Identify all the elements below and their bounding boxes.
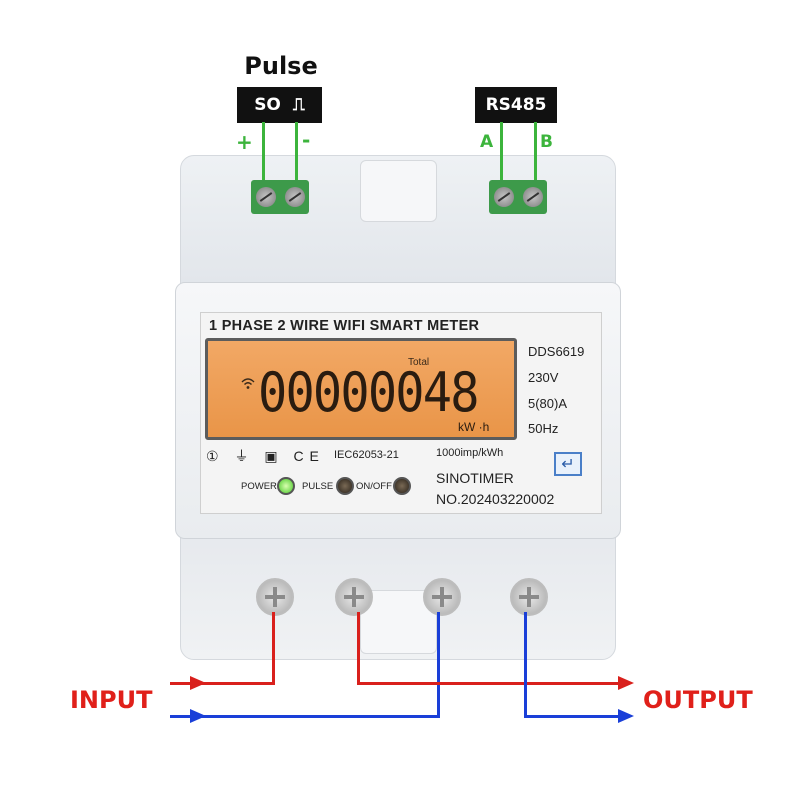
arrow-right-icon bbox=[618, 676, 634, 690]
lcd-unit: kW ·h bbox=[458, 420, 490, 434]
panel-title: 1 PHASE 2 WIRE WIFI SMART METER bbox=[209, 318, 480, 334]
screw-icon bbox=[493, 187, 514, 207]
output-live-wire bbox=[357, 612, 360, 684]
output-neutral-wire bbox=[524, 612, 527, 718]
screw-icon bbox=[256, 578, 294, 616]
rated-current: 5(80)A bbox=[528, 396, 568, 411]
wifi-icon bbox=[240, 376, 256, 393]
output-label: OUTPUT bbox=[643, 686, 753, 714]
input-live-wire bbox=[272, 612, 275, 684]
onoff-led-label: ON/OFF bbox=[356, 481, 392, 492]
certification-symbols: ① ⏚ ▣ CE bbox=[206, 448, 325, 464]
power-led-label: POWER bbox=[241, 481, 277, 492]
brand-name: SINOTIMER bbox=[436, 470, 514, 486]
output-neutral-wire bbox=[524, 715, 619, 718]
so-terminal-block bbox=[251, 180, 309, 214]
output-live-wire bbox=[357, 682, 619, 685]
screw-icon bbox=[284, 187, 305, 207]
rs485-terminal-label: RS485 bbox=[475, 87, 557, 123]
so-label: SO bbox=[254, 95, 281, 115]
rated-voltage: 230V bbox=[528, 370, 559, 385]
screw-icon bbox=[522, 187, 543, 207]
enter-button[interactable]: ↵ bbox=[554, 452, 582, 476]
minus-label: - bbox=[302, 128, 311, 152]
plus-label: + bbox=[236, 130, 253, 154]
screw-icon bbox=[335, 578, 373, 616]
arrow-right-icon bbox=[618, 709, 634, 723]
rs485-b-wire bbox=[534, 122, 537, 187]
screw-icon bbox=[423, 578, 461, 616]
b-label: B bbox=[540, 132, 553, 152]
so-minus-wire bbox=[295, 122, 298, 187]
screw-icon bbox=[510, 578, 548, 616]
din-clip-top bbox=[360, 160, 437, 222]
pulse-led-icon bbox=[336, 477, 354, 495]
standard-label: IEC62053-21 bbox=[334, 449, 399, 461]
pulse-wave-icon: ⎍ bbox=[292, 95, 305, 115]
input-neutral-wire bbox=[437, 612, 440, 718]
a-label: A bbox=[480, 132, 494, 152]
model-number: DDS6619 bbox=[528, 344, 585, 359]
rated-frequency: 50Hz bbox=[528, 421, 559, 436]
arrow-right-icon bbox=[190, 676, 206, 690]
lcd-energy-reading: 00000048 bbox=[258, 361, 479, 424]
serial-number: NO.202403220002 bbox=[436, 491, 555, 507]
so-plus-wire bbox=[262, 122, 265, 187]
so-terminal-label: SO ⎍ bbox=[237, 87, 322, 123]
input-neutral-wire bbox=[170, 715, 440, 718]
rs485-a-wire bbox=[500, 122, 503, 187]
pulse-led-label: PULSE bbox=[302, 481, 334, 492]
lcd-display bbox=[205, 338, 517, 440]
pulse-title: Pulse bbox=[244, 52, 318, 80]
impulse-constant: 1000imp/kWh bbox=[436, 447, 504, 459]
onoff-led-icon bbox=[393, 477, 411, 495]
arrow-right-icon bbox=[190, 709, 206, 723]
rs485-terminal-block bbox=[489, 180, 547, 214]
power-led-icon bbox=[277, 477, 295, 495]
lcd-total-label: Total bbox=[408, 357, 430, 368]
input-live-wire bbox=[188, 682, 275, 685]
input-label: INPUT bbox=[70, 686, 153, 714]
screw-icon bbox=[255, 187, 276, 207]
input-live-wire bbox=[170, 682, 190, 685]
